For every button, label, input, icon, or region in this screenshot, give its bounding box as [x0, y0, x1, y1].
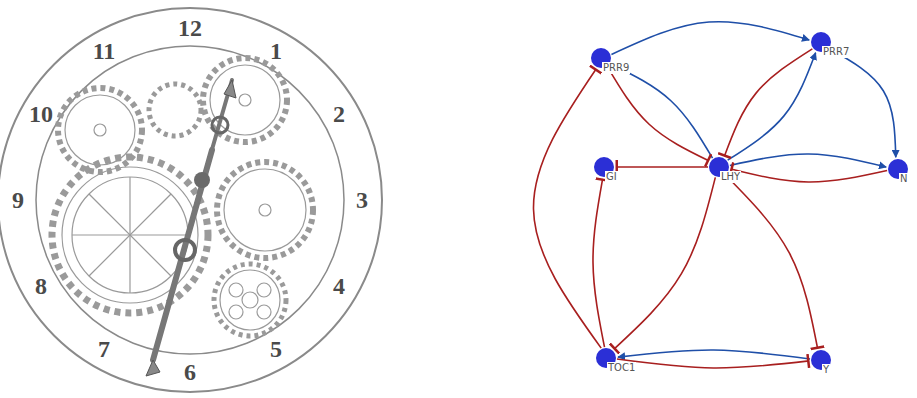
clock-number: 4 [333, 273, 345, 299]
gear-teeth [58, 88, 142, 172]
gene-node: PRR7 [811, 32, 831, 52]
inhibition-line [731, 169, 887, 182]
inhibition-line [593, 179, 605, 347]
clock-number: 7 [98, 336, 110, 362]
gene-node: Y [811, 350, 831, 370]
clock-number: 8 [35, 273, 47, 299]
clock-number: 2 [333, 101, 345, 127]
gear-hole [257, 305, 271, 319]
inhibition-line [533, 69, 601, 348]
activation-arrow [830, 49, 896, 157]
gear [72, 177, 188, 293]
gear-hole [257, 283, 271, 297]
gear-spokes [72, 177, 188, 293]
hand-pivot [194, 172, 210, 188]
activation-arrow [611, 22, 809, 55]
gear-teeth [217, 162, 313, 258]
gear-hole [229, 305, 243, 319]
clock-number: 1 [270, 38, 282, 64]
hand-tip [224, 80, 236, 98]
activation-arrow [730, 154, 886, 167]
gear-teeth [214, 264, 286, 336]
hand-tip [146, 360, 160, 376]
clock-rim [0, 8, 382, 392]
clock-hands [146, 80, 236, 376]
activation-arrow [618, 350, 810, 359]
gear-hole [242, 292, 258, 308]
gene-label: LHY [720, 171, 741, 183]
gene-label: PRR9 [602, 62, 630, 74]
gear-hub [239, 94, 251, 106]
hour-hand [153, 150, 212, 360]
clock-number: 11 [93, 38, 116, 64]
inhibition-line [724, 49, 812, 156]
inhibition-line [617, 359, 809, 368]
gear-hub [94, 124, 106, 136]
gene-label: GI [605, 171, 618, 183]
gene-node: LHY [709, 157, 729, 177]
clock-number: 3 [356, 187, 368, 213]
gear-hole [229, 283, 243, 297]
activation-arrow [611, 64, 712, 158]
clock-face [0, 8, 382, 392]
inhibition-line [607, 67, 708, 161]
gene-node: TOC1 [596, 348, 616, 368]
hand-ring [175, 240, 195, 260]
gene-node: PRR9 [591, 48, 611, 68]
gear [65, 95, 135, 165]
clock-number: 12 [178, 15, 202, 41]
gear [220, 270, 280, 330]
gene-label: Y [822, 364, 830, 376]
inhibition-line [726, 176, 818, 349]
gene-label: TOC1 [607, 362, 636, 374]
inhibition-line [614, 177, 715, 349]
clock-number: 6 [184, 359, 196, 385]
gene-label: N [899, 173, 908, 185]
gene-node: N [888, 159, 908, 179]
inhibition-line [616, 166, 708, 168]
clock-dial [36, 46, 344, 354]
gear-hub [259, 204, 271, 216]
gear [224, 169, 306, 251]
gear-teeth [149, 84, 201, 136]
clock-number: 9 [12, 187, 24, 213]
clock-number: 10 [29, 101, 53, 127]
clock-number: 5 [270, 336, 282, 362]
gear-teeth [52, 157, 208, 313]
activation-arrow [728, 53, 816, 160]
gene-node: GI [594, 157, 614, 177]
clock-gears [52, 58, 313, 336]
hand-ring [212, 117, 228, 133]
gear-teeth [203, 58, 287, 142]
gene-label: PRR7 [822, 46, 850, 58]
